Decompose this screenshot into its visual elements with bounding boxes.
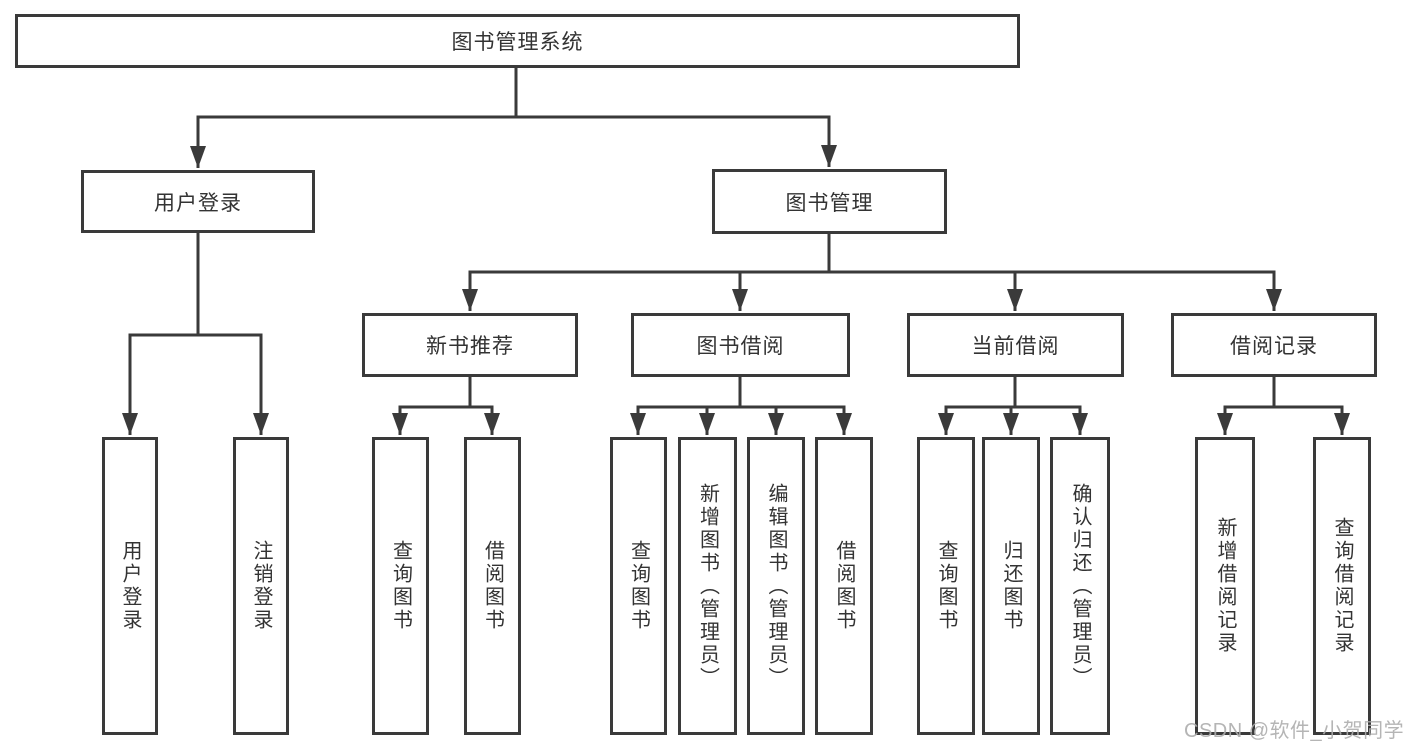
node-user-login: 用户登录 — [81, 170, 315, 233]
leaf-edit-book-admin: 编辑图书（管理员） — [747, 437, 805, 735]
node-borrowing-records: 借阅记录 — [1171, 313, 1377, 377]
node-root: 图书管理系统 — [15, 14, 1020, 68]
leaf-query-books-current: 查询图书 — [917, 437, 975, 735]
leaf-query-books-borrow: 查询图书 — [610, 437, 667, 735]
leaf-query-books-rec: 查询图书 — [372, 437, 429, 735]
leaf-add-borrow-record: 新增借阅记录 — [1195, 437, 1255, 735]
leaf-logout: 注销登录 — [233, 437, 289, 735]
leaf-confirm-return-admin: 确认归还（管理员） — [1050, 437, 1110, 735]
node-current-borrowing: 当前借阅 — [907, 313, 1124, 377]
node-new-book-recommendation: 新书推荐 — [362, 313, 578, 377]
leaf-borrow-books-rec: 借阅图书 — [464, 437, 521, 735]
node-book-management: 图书管理 — [712, 169, 947, 234]
leaf-add-book-admin: 新增图书（管理员） — [678, 437, 737, 735]
leaf-query-borrow-record: 查询借阅记录 — [1313, 437, 1371, 735]
leaf-borrow-books-borrow: 借阅图书 — [815, 437, 873, 735]
leaf-user-login: 用户登录 — [102, 437, 158, 735]
csdn-watermark: CSDN @软件_小贺同学 — [1184, 720, 1405, 742]
leaf-return-book: 归还图书 — [982, 437, 1040, 735]
node-book-borrowing: 图书借阅 — [631, 313, 850, 377]
